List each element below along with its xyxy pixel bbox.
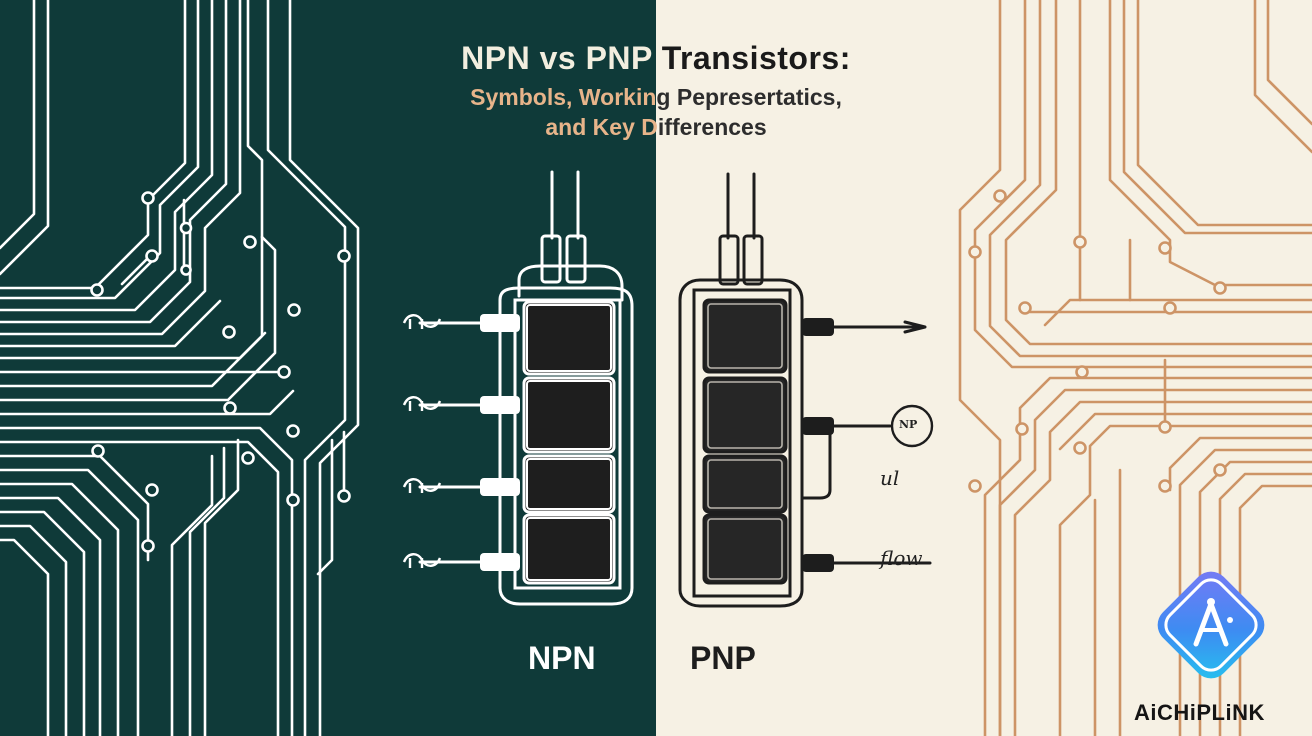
aichiplink-logo-icon xyxy=(1157,571,1265,679)
npn-transistor-module xyxy=(402,170,634,606)
title-line1: NPN vs PNP Transistors: xyxy=(461,40,851,76)
subtitle-text1: Symbols, Working Pepresertatics, xyxy=(470,84,842,110)
flow-annotation: flow xyxy=(880,546,923,570)
npn-badge-text: NP xyxy=(899,418,918,431)
left-circuit-traces xyxy=(0,0,360,736)
subtitle-text2: and Key Differences xyxy=(545,114,767,140)
subtitle-line1: Symbols, Working Pepresertatics, xyxy=(0,84,1312,111)
left-circuit-nodes xyxy=(90,191,351,553)
pnp-transistor-module xyxy=(678,172,934,608)
npn-label: NPN xyxy=(528,640,596,676)
brand-name: AiCHiPLiNK xyxy=(1134,700,1265,725)
right-circuit-nodes xyxy=(968,189,1227,493)
subtitle-line2: and Key Differences xyxy=(0,114,1312,141)
npn-badge-circle xyxy=(890,404,934,448)
right-circuit-traces xyxy=(958,0,1312,736)
ul-annotation: ul xyxy=(880,466,900,490)
pnp-label: PNP xyxy=(690,640,756,676)
page-title: NPN vs PNP Transistors: xyxy=(0,40,1312,77)
